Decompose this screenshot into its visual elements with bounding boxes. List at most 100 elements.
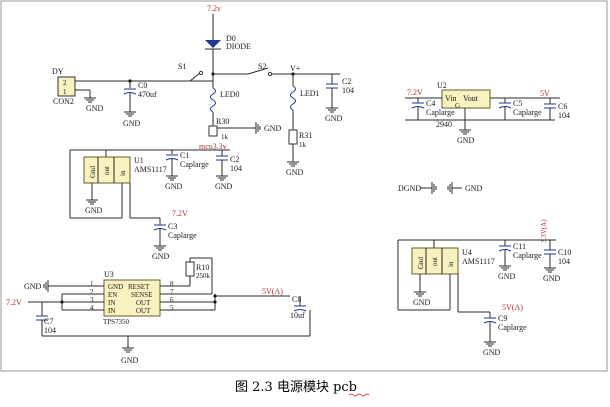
label-led1: LED1 — [300, 89, 320, 98]
u3-reset-pin: RESET — [128, 283, 150, 291]
label-c2-val: 104 — [230, 164, 242, 173]
label-c-top: C2 — [342, 77, 351, 86]
u4-gnd-pin: Gnd — [417, 256, 425, 269]
gnd-label-ctop: GND — [325, 114, 343, 123]
label-c6: C6 — [558, 102, 567, 111]
gnd-label-c11: GND — [498, 272, 516, 281]
frame — [0, 0, 608, 372]
label-u3-7v2: 7.2V — [6, 298, 22, 307]
gnd-label-r31: GND — [286, 168, 304, 177]
label-u2-5v: 5V — [540, 89, 550, 98]
u4-in-pin: in — [447, 261, 455, 267]
pin-1: 1 — [63, 88, 67, 96]
label-r30-val: 1k — [221, 133, 229, 141]
label-dy: DY — [52, 67, 64, 76]
u1-in-pin: in — [119, 170, 127, 176]
label-c0-val: 470uf — [138, 90, 157, 99]
chip-u2 — [441, 89, 491, 109]
chip-u4 — [411, 247, 459, 275]
label-c10-val: 104 — [558, 257, 570, 266]
u3-pin1: 1 — [90, 280, 94, 288]
label-u4-part: AMS1117 — [462, 257, 495, 266]
gnd-label-r30: GND — [264, 124, 282, 133]
label-c3: C3 — [168, 222, 177, 231]
label-s2: S2 — [258, 62, 266, 71]
dgnd-tie: DGND GND — [398, 182, 483, 194]
label-c9: C9 — [498, 314, 507, 323]
label-c1: C1 — [180, 151, 189, 160]
label-r31-val: 1k — [299, 141, 307, 149]
u1-out-pin: out — [103, 166, 111, 175]
label-5va-u3: 5V(A) — [262, 287, 283, 296]
gnd-label-c9: GND — [483, 348, 501, 357]
u3-out-pin-b: OUT — [136, 307, 151, 315]
u2-vin-pin: Vin — [445, 94, 457, 103]
label-con2: CON2 — [53, 97, 74, 106]
label-2940: 2940 — [436, 120, 452, 129]
u1-regulator-section: mcu3.3v Gnd out in U1 AMS1117 GND C1 Cap… — [69, 142, 242, 261]
u3-pin6: 6 — [170, 296, 174, 304]
label-s1: S1 — [178, 62, 186, 71]
u4-regulator-section: 3.3V(A) Gnd out in U4 AMS1117 GND C11 Ca… — [397, 219, 571, 357]
label-c8-val: 10uf — [290, 311, 305, 320]
input-section: 7.2v D0 DIODE DY 2 1 CON2 GND C0 470uf G… — [52, 4, 354, 177]
u3-sense-pin: SENSE — [131, 291, 152, 299]
u2-vout-pin: Vout — [463, 94, 479, 103]
label-c7-val: 104 — [44, 326, 56, 335]
gnd-label-u2: GND — [457, 136, 475, 145]
u3-pin7: 7 — [170, 288, 174, 296]
label-r10-val: 250k — [196, 272, 211, 280]
label-r10: R10 — [196, 263, 209, 272]
label-dgnd: DGND — [398, 184, 421, 193]
label-c1-val: Caplarge — [180, 160, 209, 169]
label-c4-val: Caplarge — [426, 108, 455, 117]
label-c0: C0 — [138, 81, 147, 90]
gnd-label-u1: GND — [85, 206, 103, 215]
label-led0: LED0 — [220, 90, 240, 99]
label-7v2-mid: 7.2V — [172, 209, 188, 218]
label-c9-val: Caplarge — [498, 323, 527, 332]
label-u1-part: AMS1117 — [134, 165, 167, 174]
label-c11-val: Caplarge — [513, 251, 542, 260]
pin-2: 2 — [63, 79, 67, 87]
gnd-label-u3: GND — [24, 282, 42, 291]
u3-regulator-section: U3 GND EN IN IN RESET SENSE OUT OUT TPS7… — [6, 257, 311, 365]
gnd-label-c1: GND — [165, 182, 183, 191]
label-c3-val: Caplarge — [168, 231, 197, 240]
label-c7: C7 — [44, 317, 53, 326]
label-c11: C11 — [513, 242, 526, 251]
u3-pin4: 4 — [90, 304, 94, 312]
label-c5: C5 — [513, 99, 522, 108]
u1-gnd-pin: Gnd — [89, 165, 97, 178]
u3-gnd-pin: GND — [108, 283, 123, 291]
label-u2-7v2: 7.2V — [407, 88, 423, 97]
figure-caption: 图 2.3 电源模块 pcb — [235, 380, 357, 395]
label-vplus: V+ — [290, 64, 301, 73]
gnd-label-c3: GND — [152, 252, 170, 261]
label-u2: U2 — [437, 81, 447, 90]
u3-in-pin-b: IN — [108, 307, 115, 315]
gnd-label-c10: GND — [543, 274, 561, 283]
label-c-top-val: 104 — [342, 86, 354, 95]
diode-icon — [205, 40, 221, 48]
u3-pin2: 2 — [90, 288, 94, 296]
label-tps: TPS7350 — [103, 318, 130, 326]
label-dgnd-gnd: GND — [465, 184, 483, 193]
gnd-label-c0: GND — [123, 119, 141, 128]
u3-pin8: 8 — [170, 280, 174, 288]
label-diode: DIODE — [226, 42, 251, 51]
label-c10: C10 — [558, 248, 571, 257]
spellcheck-underline — [348, 393, 370, 397]
label-c4: C4 — [426, 99, 435, 108]
u3-en-pin: EN — [108, 291, 117, 299]
u3-out-pin-a: OUT — [136, 299, 151, 307]
u3-pin5: 5 — [170, 304, 174, 312]
label-c6-val: 104 — [558, 111, 570, 120]
gnd-label-u3-bottom: GND — [121, 356, 139, 365]
chip-u1 — [83, 156, 131, 184]
label-7v2-top: 7.2v — [207, 4, 221, 13]
gnd-label-c2: GND — [215, 182, 233, 191]
label-5va-u4: 5V(A) — [502, 303, 523, 312]
gnd-label-u4: GND — [413, 298, 431, 307]
